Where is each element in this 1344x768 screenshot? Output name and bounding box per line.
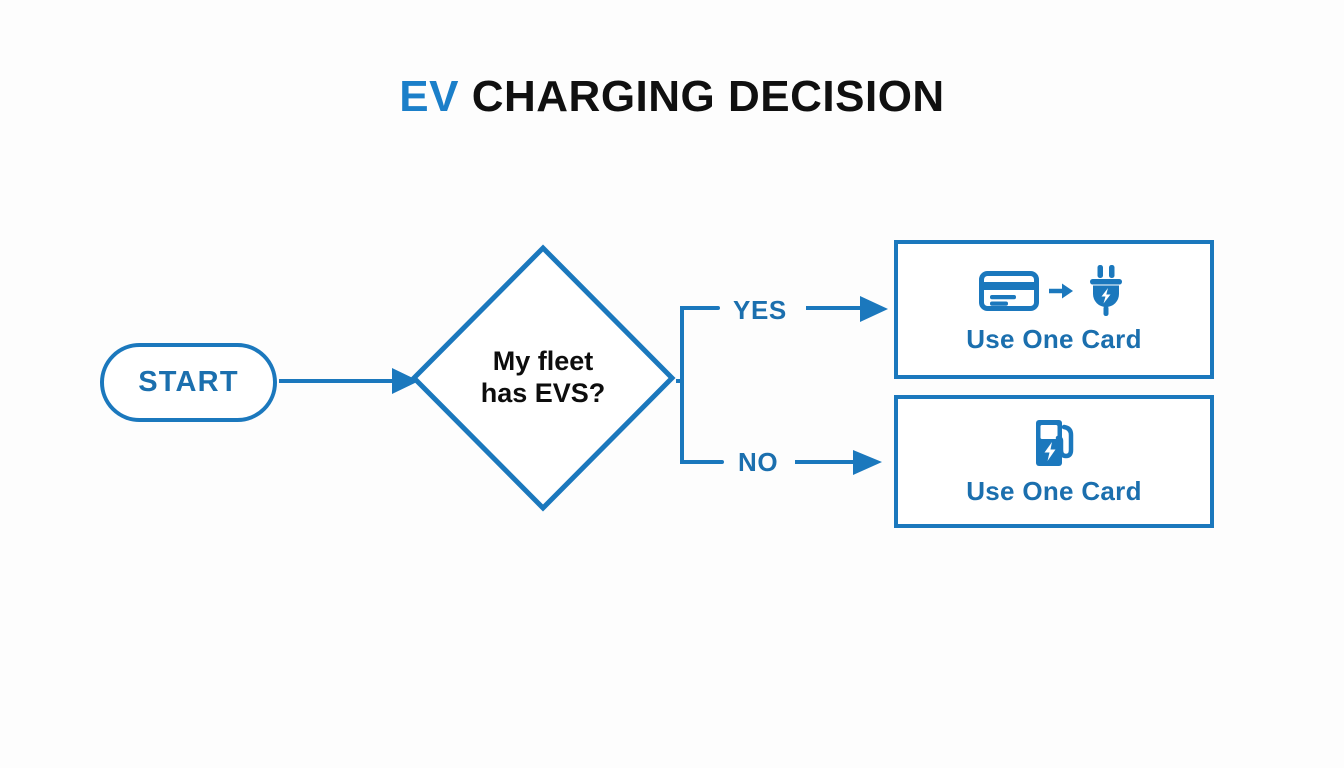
branch-label-yes: YES	[733, 295, 787, 325]
outcome-node-gas[interactable]: Use One Card	[894, 395, 1214, 528]
start-node-label: START	[138, 366, 239, 398]
decision-line-2: has EVS?	[480, 378, 606, 408]
edge-decision-trunk	[676, 305, 724, 464]
credit-card-icon	[979, 271, 1039, 311]
edge-no-to-outcome-gas	[795, 450, 882, 475]
outcome-gas-label: Use One Card	[966, 476, 1142, 506]
diamond-shape	[410, 244, 676, 512]
outcome-node-ev[interactable]: Use One Card	[894, 240, 1214, 379]
page-title: EV CHARGING DECISION	[0, 72, 1344, 122]
edge-start-to-decision	[279, 368, 419, 394]
decision-node[interactable]: My fleet has EVS?	[410, 244, 676, 512]
branch-label-no: NO	[738, 447, 779, 477]
outcome-ev-label: Use One Card	[966, 324, 1142, 354]
decision-node-text: My fleet has EVS?	[410, 244, 676, 512]
ev-plug-icon	[1090, 265, 1122, 316]
title-accent: EV	[399, 72, 459, 121]
decision-line-1: My fleet	[492, 346, 594, 377]
title-rest: CHARGING DECISION	[459, 72, 945, 121]
start-node[interactable]: START	[100, 343, 277, 422]
edge-yes-to-outcome-ev	[806, 296, 888, 322]
arrow-right-icon	[1049, 283, 1073, 299]
fuel-pump-icon	[1036, 420, 1074, 466]
outcome-gas-icon-row	[1028, 416, 1080, 470]
outcome-ev-icon-row	[979, 264, 1129, 318]
